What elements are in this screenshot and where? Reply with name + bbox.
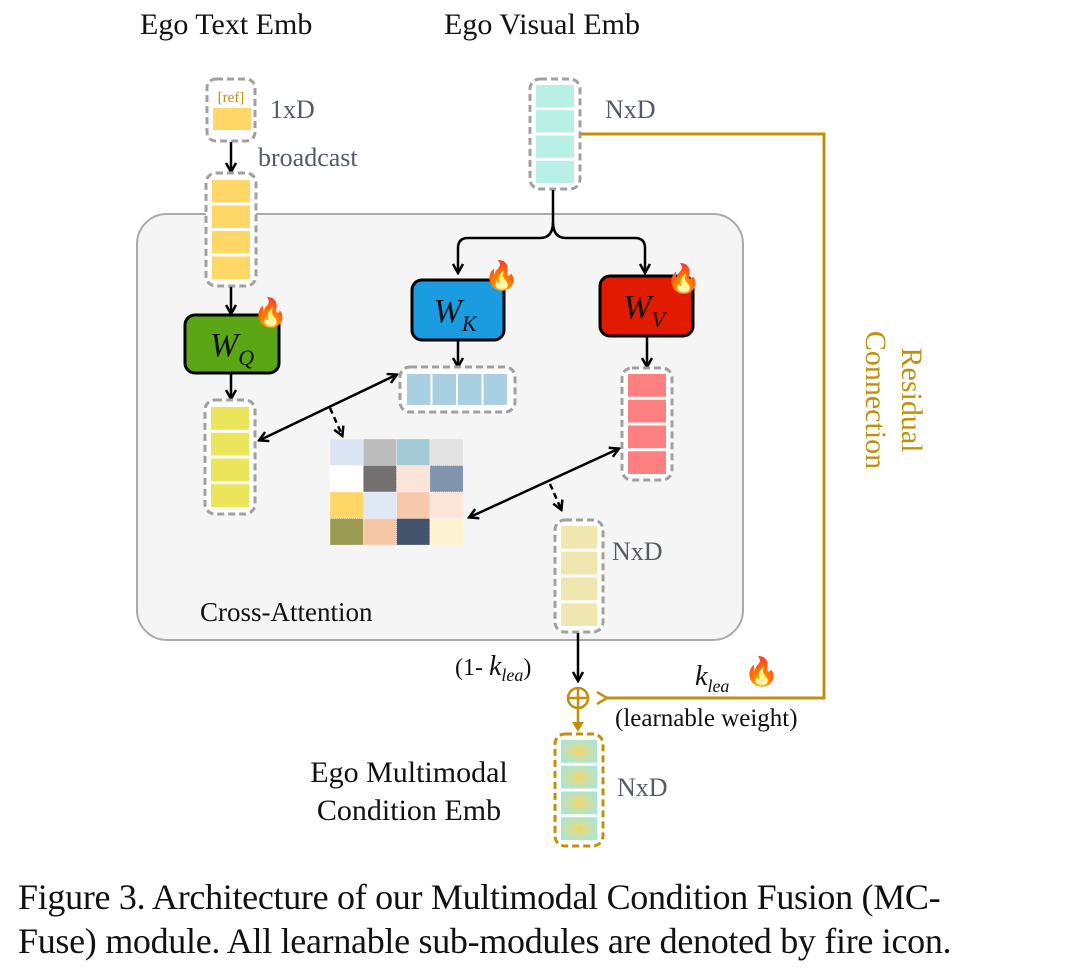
token-cell xyxy=(628,399,666,423)
token-cell xyxy=(407,374,431,405)
residual-connection-label: Residual Connection xyxy=(859,331,928,469)
attention-cell xyxy=(429,518,464,546)
fire-icon: 🔥 xyxy=(666,262,701,295)
text-dim-label: 1xD xyxy=(270,95,315,124)
token-cell xyxy=(211,432,249,456)
token-cell xyxy=(458,374,482,405)
mc-fuse-diagram: Ego Text Emb Ego Visual Emb [ref] 1xD br… xyxy=(136,8,928,848)
attention-cell xyxy=(329,465,364,493)
query-key-double-arrow xyxy=(260,375,396,440)
attention-map xyxy=(329,438,464,546)
output-title: Condition Emb xyxy=(317,794,501,827)
visual-to-wv-arrow xyxy=(551,221,645,272)
attention-cell xyxy=(329,438,364,466)
ref-tag: [ref] xyxy=(218,90,245,106)
caption-line: Figure 3. Architecture of our Multimodal… xyxy=(18,877,941,917)
token-cell xyxy=(536,135,574,158)
attention-cell xyxy=(429,465,464,493)
output-dim-label: NxD xyxy=(617,773,668,802)
token-cell xyxy=(211,407,249,430)
output-title: Ego Multimodal xyxy=(310,756,508,789)
token-cell xyxy=(561,603,597,626)
svg-text:WV: WV xyxy=(623,289,667,332)
attention-output-embedding xyxy=(553,518,605,634)
caption-line: Fuse) module. All learnable sub-modules … xyxy=(18,921,952,961)
broadcast-label: broadcast xyxy=(258,143,358,172)
token-cell xyxy=(536,110,574,133)
broadcast-text-embedding xyxy=(204,171,258,288)
visual-dim-label: NxD xyxy=(605,95,656,124)
token-cell xyxy=(212,205,250,228)
figure-caption: Figure 3. Architecture of our Multimodal… xyxy=(18,875,1068,963)
k-lea-label: klea xyxy=(695,661,729,696)
token-cell xyxy=(212,256,250,279)
token-cell xyxy=(561,817,597,840)
attention-cell xyxy=(329,518,364,546)
key-embedding xyxy=(398,365,517,414)
value-embedding xyxy=(620,366,674,482)
attention-cell xyxy=(362,438,397,466)
attention-cell xyxy=(362,465,397,493)
svg-text:Residual: Residual xyxy=(895,348,928,453)
token-cell xyxy=(628,425,666,449)
wk-module: WK 🔥 xyxy=(410,259,519,342)
token-cell xyxy=(212,231,250,254)
token-cell xyxy=(561,791,597,815)
token-cell xyxy=(561,577,597,601)
attention-cell xyxy=(429,438,464,466)
attention-cell xyxy=(396,491,431,519)
token-cell xyxy=(561,765,597,789)
svg-text:WQ: WQ xyxy=(210,327,254,370)
attention-dashed-arrow xyxy=(328,407,342,435)
attention-value-double-arrow xyxy=(470,449,618,517)
token-cell xyxy=(483,374,507,405)
text-emb-title: Ego Text Emb xyxy=(140,8,312,41)
token-cell xyxy=(536,160,574,183)
attention-cell xyxy=(362,518,397,546)
output-dashed-arrow xyxy=(548,483,561,509)
attention-cell xyxy=(396,438,431,466)
svg-text:Connection: Connection xyxy=(859,331,892,469)
one-minus-k-label: (1- klea) xyxy=(455,651,531,685)
fire-icon: 🔥 xyxy=(484,259,519,292)
attention-output-dim-label: NxD xyxy=(612,537,663,566)
attention-cell xyxy=(396,465,431,493)
token-cell xyxy=(628,451,666,474)
query-embedding xyxy=(203,398,257,516)
token-cell xyxy=(536,85,574,108)
visual-to-wk-arrow xyxy=(458,190,555,272)
token-cell xyxy=(432,374,456,405)
fire-icon: 🔥 xyxy=(253,296,288,329)
sum-to-output-arrowhead xyxy=(572,722,584,732)
token-cell xyxy=(561,740,597,763)
token-cell xyxy=(211,458,249,482)
attention-cell xyxy=(396,518,431,546)
token-cell xyxy=(561,526,597,549)
learnable-weight-label: (learnable weight) xyxy=(615,705,798,732)
text-embedding-token: [ref] xyxy=(205,77,257,143)
visual-emb-title: Ego Visual Emb xyxy=(444,8,640,41)
wq-module: WQ 🔥 xyxy=(183,296,288,375)
token-cell xyxy=(628,374,666,397)
attention-cell xyxy=(429,491,464,519)
multimodal-condition-embedding xyxy=(553,732,605,848)
visual-embedding xyxy=(528,77,582,191)
residual-connection-line xyxy=(581,132,826,698)
token-cell xyxy=(212,180,250,203)
weighted-sum-operator xyxy=(566,686,590,710)
wv-module: WV 🔥 xyxy=(598,262,701,338)
fire-icon: 🔥 xyxy=(744,655,779,688)
svg-text:WK: WK xyxy=(433,293,477,336)
attention-cell xyxy=(362,491,397,519)
cross-attention-label: Cross-Attention xyxy=(200,597,373,627)
token-cell xyxy=(561,551,597,575)
attention-cell xyxy=(329,491,364,519)
token-cell xyxy=(211,484,249,507)
